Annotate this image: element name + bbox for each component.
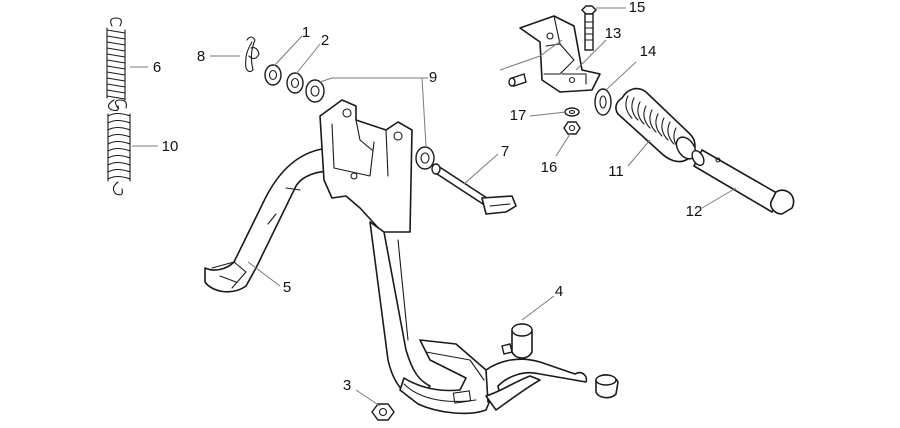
callout-9: 9 xyxy=(429,69,437,86)
ring-14 xyxy=(594,88,612,116)
callout-2: 2 xyxy=(321,32,329,49)
washer-9a xyxy=(305,79,325,103)
callout-15: 15 xyxy=(629,0,646,16)
callout-14: 14 xyxy=(640,43,657,60)
footrest-bracket xyxy=(519,15,601,93)
clip-pin xyxy=(245,36,260,73)
spring-lower xyxy=(107,99,131,196)
center-stand xyxy=(204,99,588,415)
callout-11: 11 xyxy=(608,163,624,180)
footrest-pin xyxy=(691,149,795,215)
callout-16: 16 xyxy=(541,159,558,176)
callout-17: 17 xyxy=(510,107,527,124)
callout-3: 3 xyxy=(343,377,351,394)
lever-end-cap xyxy=(595,374,619,399)
callouts: 1 2 3 4 5 6 7 8 9 10 11 12 13 14 15 16 1… xyxy=(153,0,703,394)
callout-10: 10 xyxy=(162,138,179,155)
spring-upper xyxy=(106,17,126,112)
bolt-7 xyxy=(431,163,517,215)
washer-17 xyxy=(564,107,580,117)
nut-16 xyxy=(563,121,581,135)
leader-lines xyxy=(130,7,737,407)
washer-1 xyxy=(264,64,282,86)
nut-3 xyxy=(371,403,395,421)
washer-9b xyxy=(415,146,435,170)
bolt-15 xyxy=(581,5,597,51)
callout-4: 4 xyxy=(555,283,563,300)
callout-8: 8 xyxy=(197,48,205,65)
callout-1: 1 xyxy=(302,24,310,41)
callout-13: 13 xyxy=(605,25,622,42)
rubber-buffer xyxy=(501,323,533,359)
washer-2 xyxy=(286,72,304,94)
callout-5: 5 xyxy=(283,279,291,296)
callout-12: 12 xyxy=(686,203,703,220)
screw-small xyxy=(508,73,527,87)
callout-6: 6 xyxy=(153,59,161,76)
callout-7: 7 xyxy=(501,143,509,160)
footrest-rubber xyxy=(615,87,697,163)
